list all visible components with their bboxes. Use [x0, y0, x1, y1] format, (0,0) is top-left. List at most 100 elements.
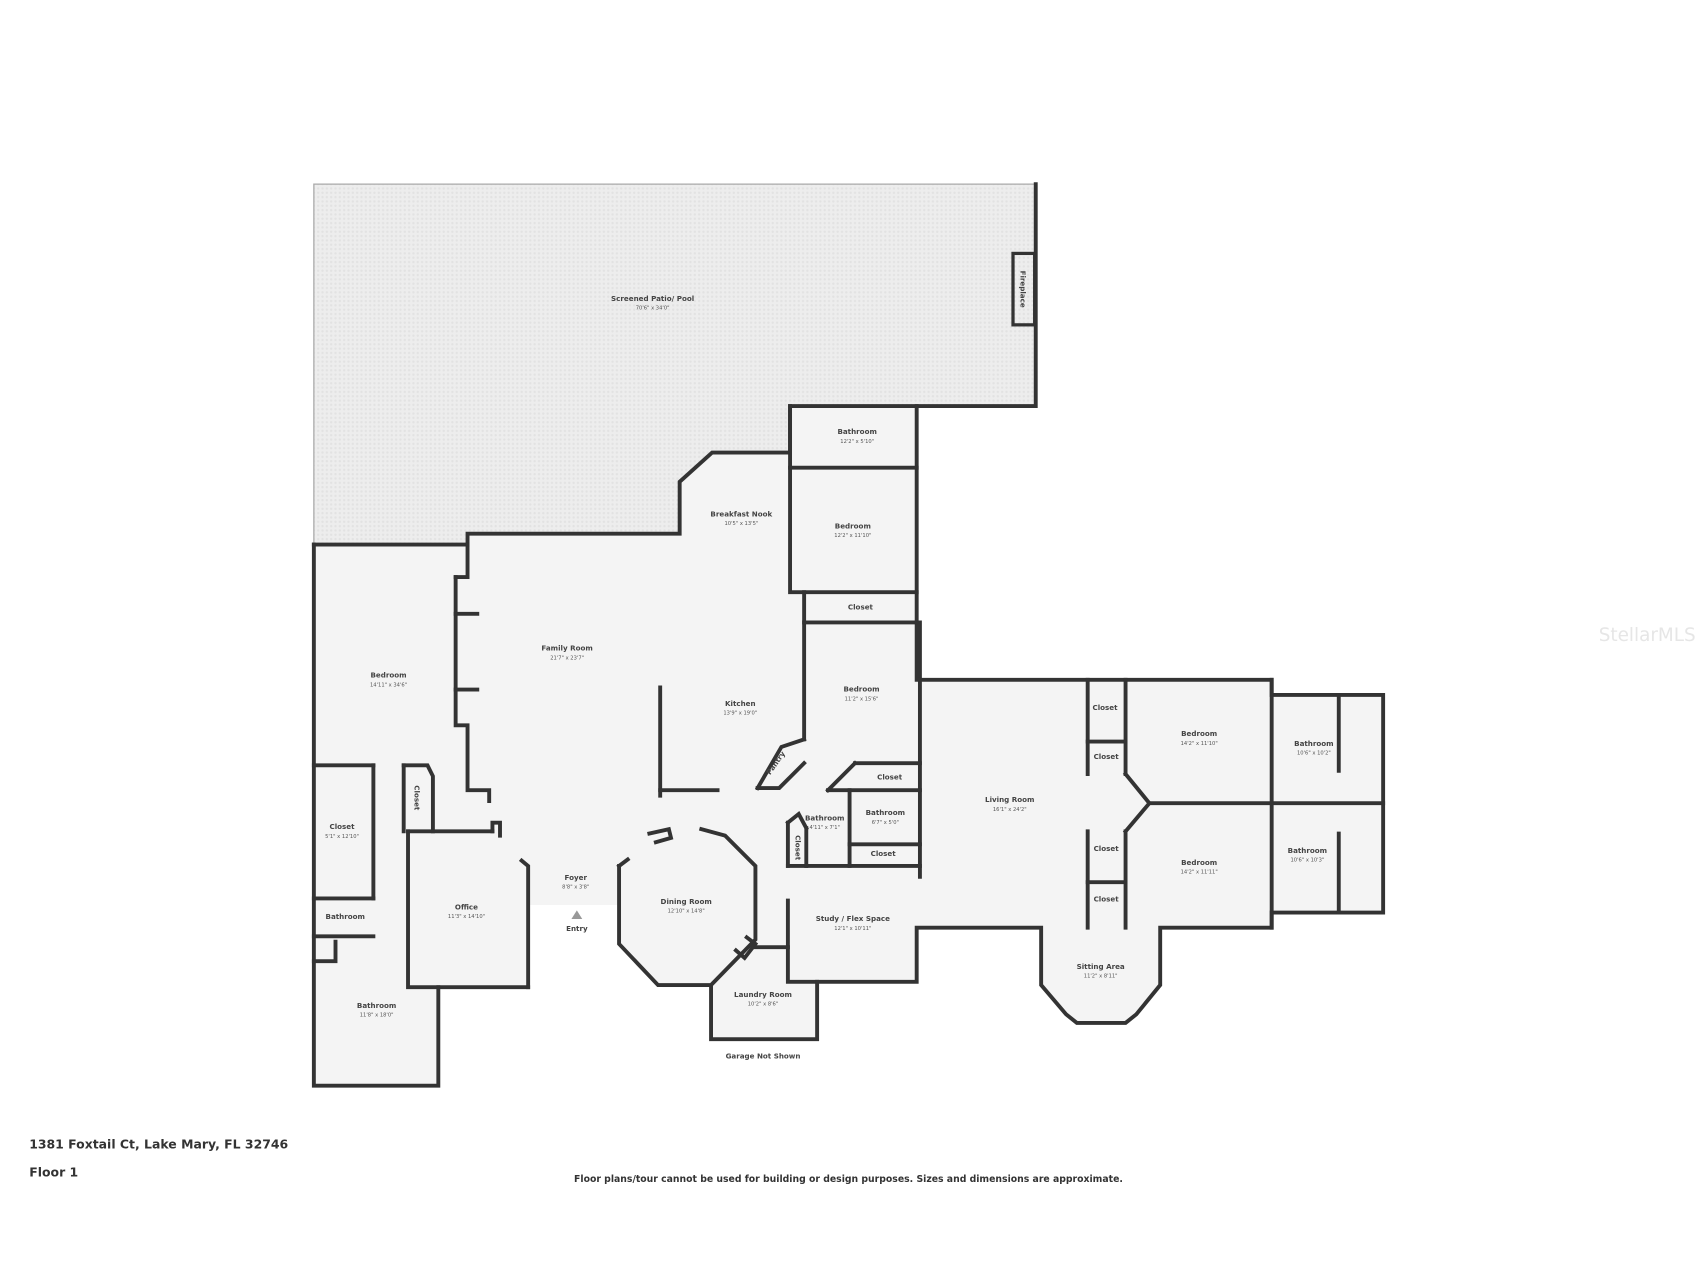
room-label: Bathroom	[326, 912, 365, 921]
room-dimensions: 11'2" x 8'11"	[1084, 973, 1118, 979]
room-name: Closet	[848, 602, 874, 611]
house-floor	[313, 406, 1384, 1086]
room-name: Living Room	[985, 795, 1034, 804]
room-dimensions: 14'2" x 11'11"	[1181, 870, 1218, 876]
room-label: Breakfast Nook 10'5" x 13'5"	[710, 509, 772, 527]
room-dimensions: 14'2" x 11'10"	[1181, 741, 1218, 747]
room-name: Bathroom	[326, 912, 365, 921]
wall-segment	[755, 760, 807, 791]
room-name: Closet	[871, 849, 897, 858]
room-label: Closet	[1094, 844, 1120, 853]
room-name: Closet	[1092, 703, 1118, 712]
room-label: Entry	[566, 924, 588, 933]
room-label: Screened Patio/ Pool 70'6" x 34'0"	[611, 294, 694, 312]
room-name: Bathroom	[866, 808, 905, 817]
watermark: StellarMLS	[1599, 625, 1696, 646]
wall-segment	[733, 934, 759, 961]
room-dimensions: 12'1" x 10'11"	[834, 926, 871, 932]
room-label: Closet	[871, 849, 897, 858]
room-name: Bathroom	[837, 427, 876, 436]
wall-segment	[453, 575, 492, 803]
room-label: Closet	[1094, 895, 1120, 904]
wall-segment	[311, 542, 441, 1088]
wall-segment	[785, 677, 1386, 1025]
room-label: Fireplace	[1019, 271, 1028, 308]
room-name: Bedroom	[835, 521, 871, 530]
wall-segment	[401, 763, 435, 834]
room-label: Closet	[1092, 703, 1118, 712]
room-name: Fireplace	[1019, 271, 1028, 308]
wall-segment	[825, 760, 858, 793]
room-dimensions: 10'5" x 13'5"	[724, 521, 758, 527]
room-dimensions: 21'7" x 23'7"	[550, 655, 584, 661]
room-label: Closet	[1094, 752, 1120, 761]
room-label: Closet	[877, 772, 903, 781]
room-name: Breakfast Nook	[710, 509, 772, 518]
room-dimensions: 8'8" x 3'8"	[562, 885, 589, 891]
room-name: Family Room	[541, 644, 592, 653]
room-name: Closet	[877, 772, 903, 781]
room-name: Screened Patio/ Pool	[611, 294, 694, 303]
wall-segment	[518, 857, 531, 990]
wall-segment	[754, 736, 807, 791]
wall-segment	[647, 826, 674, 845]
room-label: Kitchen 13'9" x 19'0"	[723, 699, 757, 717]
room-name: Foyer	[565, 873, 588, 882]
room-label: Family Room 21'7" x 23'7"	[541, 644, 592, 662]
room-name: Entry	[566, 924, 588, 933]
room-name: Closet	[1094, 752, 1120, 761]
wall-segment	[788, 404, 919, 595]
wall-segment	[453, 542, 470, 579]
patio-area	[313, 184, 1036, 545]
room-name: Study / Flex Space	[816, 914, 890, 923]
room-name: Closet	[329, 822, 355, 831]
room-name: Office	[455, 902, 478, 911]
entry-arrow-icon	[571, 910, 583, 920]
room-dimensions: 12'10" x 14'8"	[668, 909, 705, 915]
room-label: Bathroom 6'7" x 5'0"	[866, 808, 905, 826]
wall-segment	[490, 820, 502, 838]
room-dimensions: 70'6" x 34'0"	[636, 306, 670, 312]
room-dimensions: 5'1" x 12'10"	[325, 834, 359, 840]
wall-segment	[709, 979, 820, 1042]
room-label: Bedroom 11'2" x 15'6"	[843, 685, 879, 703]
room-dimensions: 4'11" x 7'1"	[809, 825, 840, 831]
room-name: Bedroom	[843, 685, 879, 694]
room-dimensions: 16'1" x 24'2"	[993, 807, 1027, 813]
room-label: Closet 5'1" x 12'10"	[325, 822, 359, 840]
room-label: Closet	[413, 785, 422, 811]
room-dimensions: 13'9" x 19'0"	[723, 710, 757, 716]
room-dimensions: 11'8" x 18'0"	[360, 1012, 394, 1018]
room-label: Closet	[793, 835, 802, 861]
address: 1381 Foxtail Ct, Lake Mary, FL 32746	[29, 1136, 288, 1151]
walls	[311, 182, 1386, 1088]
room-dimensions: 6'7" x 5'0"	[872, 820, 899, 826]
room-dimensions: 11'2" x 15'6"	[845, 696, 879, 702]
room-dimensions: 14'11" x 34'6"	[370, 682, 407, 688]
room-dimensions: 12'2" x 11'10"	[834, 533, 871, 539]
wall-segment	[617, 826, 758, 987]
room-name: Closet	[1094, 844, 1120, 853]
room-name: Kitchen	[725, 699, 756, 708]
room-name: Bathroom	[805, 814, 844, 823]
room-label: Bathroom 4'11" x 7'1"	[805, 814, 844, 832]
wall-segment	[785, 811, 809, 831]
room-name: Bathroom	[1288, 846, 1327, 855]
room-name: Closet	[1094, 895, 1120, 904]
room-name: Garage Not Shown	[726, 1052, 801, 1061]
room-name: Bedroom	[370, 671, 406, 680]
room-dimensions: 10'6" x 10'3"	[1290, 858, 1324, 864]
room-label: Living Room 16'1" x 24'2"	[985, 795, 1034, 813]
wall-segment	[914, 182, 1038, 408]
room-dimensions: 12'2" x 5'10"	[840, 439, 874, 445]
room-label: Foyer 8'8" x 3'8"	[562, 873, 589, 891]
room-label: Bathroom 10'6" x 10'3"	[1288, 846, 1327, 864]
